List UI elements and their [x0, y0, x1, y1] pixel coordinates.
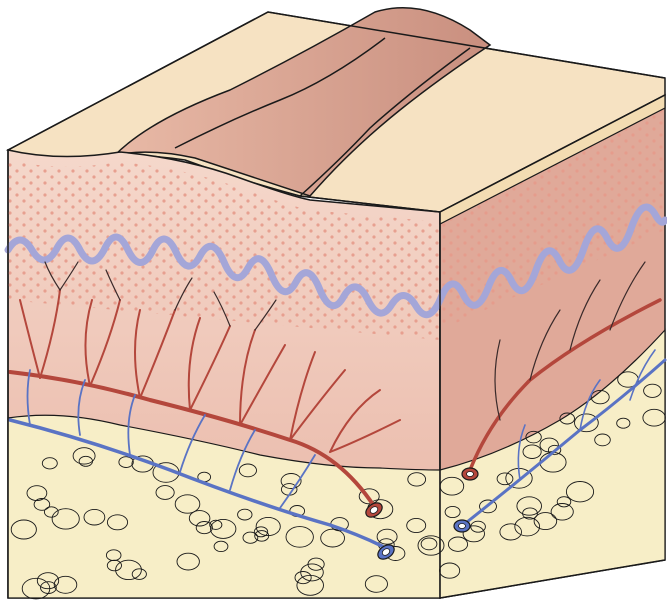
vein-cut-end-side — [454, 520, 470, 532]
artery-cut-end-side — [462, 468, 478, 480]
